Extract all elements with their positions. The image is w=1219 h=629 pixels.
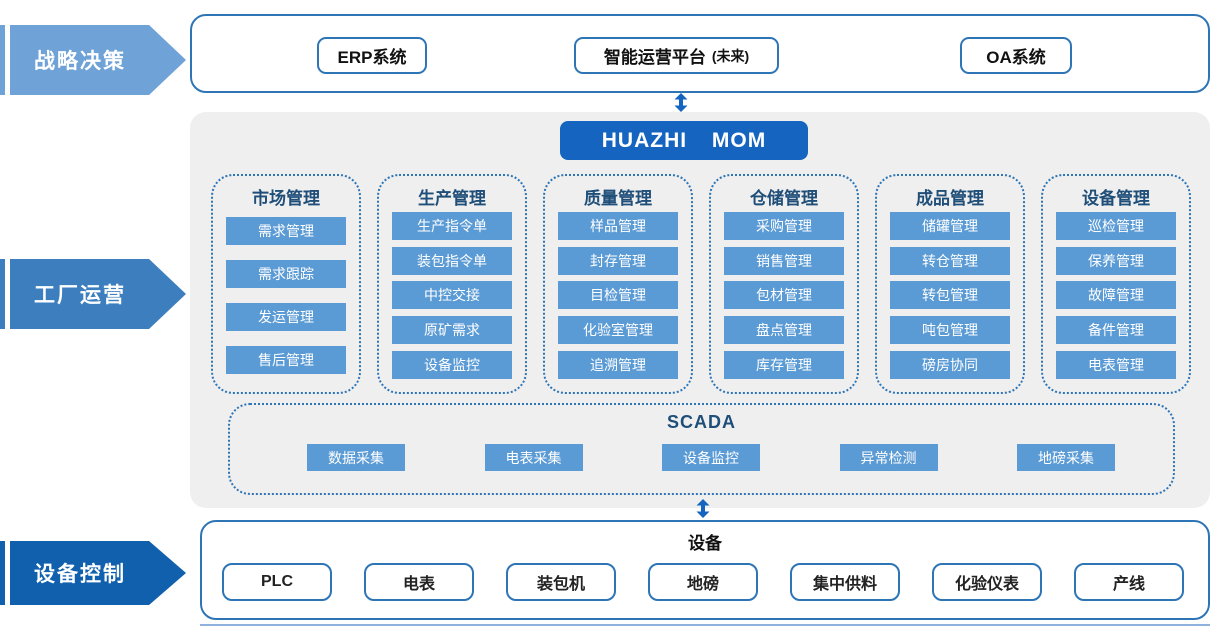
module-columns: 市场管理 需求管理 需求跟踪 发运管理 售后管理 生产管理 生产指令单 装包指令… — [211, 174, 1191, 394]
module-chip: 转包管理 — [890, 281, 1010, 310]
module-chip: 备件管理 — [1056, 316, 1176, 345]
smart-operation-platform-box: 智能运营平台 (未来) — [574, 37, 779, 74]
device-box-central-feeding: 集中供料 — [790, 563, 900, 601]
module-chip: 样品管理 — [558, 212, 678, 241]
column-title: 设备管理 — [1082, 189, 1150, 208]
module-chip: 保养管理 — [1056, 246, 1176, 275]
scada-title: SCADA — [666, 412, 736, 432]
module-chip: 储罐管理 — [890, 212, 1010, 241]
layer-label-strategy: 战略决策 — [10, 25, 186, 95]
module-chip: 故障管理 — [1056, 281, 1176, 310]
module-chip: 需求管理 — [226, 216, 346, 245]
device-box-weighbridge: 地磅 — [648, 563, 758, 601]
module-chip: 封存管理 — [558, 246, 678, 275]
vertical-double-arrow-icon — [674, 93, 688, 112]
column-title: 成品管理 — [916, 189, 984, 208]
module-chip: 中控交接 — [392, 281, 512, 310]
smart-operation-platform-label: 智能运营平台 — [603, 48, 706, 67]
device-row: PLC 电表 装包机 地磅 集中供料 化验仪表 产线 — [202, 563, 1208, 601]
column-title: 仓储管理 — [750, 189, 818, 208]
module-chip: 采购管理 — [724, 212, 844, 241]
module-chip: 设备监控 — [392, 350, 512, 379]
module-chip: 目检管理 — [558, 281, 678, 310]
erp-system-box: ERP系统 — [317, 37, 427, 74]
layer-label-device-control: 设备控制 — [10, 541, 186, 605]
device-box-plc: PLC — [222, 563, 332, 601]
module-chip: 电表管理 — [1056, 350, 1176, 379]
column-title: 质量管理 — [584, 189, 652, 208]
scada-chip: 异常检测 — [839, 444, 938, 471]
strategy-layer-bar — [0, 25, 5, 95]
device-control-layer-bar — [0, 541, 5, 605]
module-chip: 装包指令单 — [392, 246, 512, 275]
scada-chip: 设备监控 — [662, 444, 760, 471]
module-chip: 盘点管理 — [724, 316, 844, 345]
module-column-production: 生产管理 生产指令单 装包指令单 中控交接 原矿需求 设备监控 — [377, 174, 527, 394]
column-title: 市场管理 — [252, 189, 320, 208]
module-chip: 需求跟踪 — [226, 259, 346, 288]
smart-operation-platform-suffix: (未来) — [711, 47, 750, 64]
oa-system-box: OA系统 — [960, 37, 1072, 74]
scada-panel: SCADA 数据采集 电表采集 设备监控 异常检测 地磅采集 — [228, 403, 1175, 495]
device-box-meter: 电表 — [364, 563, 474, 601]
module-column-quality: 质量管理 样品管理 封存管理 目检管理 化验室管理 追溯管理 — [543, 174, 693, 394]
device-box-production-line: 产线 — [1074, 563, 1184, 601]
erp-system-label: ERP系统 — [337, 48, 407, 67]
module-column-equipment: 设备管理 巡检管理 保养管理 故障管理 备件管理 电表管理 — [1041, 174, 1191, 394]
module-chip: 包材管理 — [724, 281, 844, 310]
layer-label-operations: 工厂运营 — [10, 259, 186, 329]
module-chip: 巡检管理 — [1056, 212, 1176, 241]
module-column-market: 市场管理 需求管理 需求跟踪 发运管理 售后管理 — [211, 174, 361, 394]
scada-chip: 数据采集 — [307, 444, 405, 471]
devices-title: 设备 — [688, 534, 722, 553]
module-chip: 追溯管理 — [558, 350, 678, 379]
module-chip: 库存管理 — [724, 350, 844, 379]
device-box-lab-instrument: 化验仪表 — [932, 563, 1042, 601]
strategy-systems-panel: ERP系统 智能运营平台 (未来) OA系统 — [190, 14, 1210, 93]
module-chip: 销售管理 — [724, 246, 844, 275]
mom-title: HUAZHI MOM — [560, 121, 808, 160]
module-column-finished-goods: 成品管理 储罐管理 转仓管理 转包管理 吨包管理 磅房协同 — [875, 174, 1025, 394]
devices-panel: 设备 PLC 电表 装包机 地磅 集中供料 化验仪表 产线 — [200, 520, 1210, 620]
module-chip: 生产指令单 — [392, 212, 512, 241]
module-chip: 发运管理 — [226, 303, 346, 332]
module-chip: 原矿需求 — [392, 316, 512, 345]
column-title: 生产管理 — [418, 189, 486, 208]
module-column-warehouse: 仓储管理 采购管理 销售管理 包材管理 盘点管理 库存管理 — [709, 174, 859, 394]
vertical-double-arrow-icon — [696, 499, 710, 518]
module-chip: 售后管理 — [226, 346, 346, 375]
module-chip: 转仓管理 — [890, 246, 1010, 275]
mom-panel: HUAZHI MOM 市场管理 需求管理 需求跟踪 发运管理 售后管理 生产管理… — [190, 112, 1210, 508]
oa-system-label: OA系统 — [986, 48, 1046, 67]
operations-layer-bar — [0, 259, 5, 329]
module-chip: 吨包管理 — [890, 316, 1010, 345]
device-box-bagging-machine: 装包机 — [506, 563, 616, 601]
module-chip: 化验室管理 — [558, 316, 678, 345]
module-chip: 磅房协同 — [890, 350, 1010, 379]
scada-chip: 电表采集 — [484, 444, 583, 471]
scada-chip: 地磅采集 — [1017, 444, 1115, 471]
bottom-divider — [200, 624, 1210, 626]
scada-items: 数据采集 电表采集 设备监控 异常检测 地磅采集 — [230, 444, 1173, 471]
